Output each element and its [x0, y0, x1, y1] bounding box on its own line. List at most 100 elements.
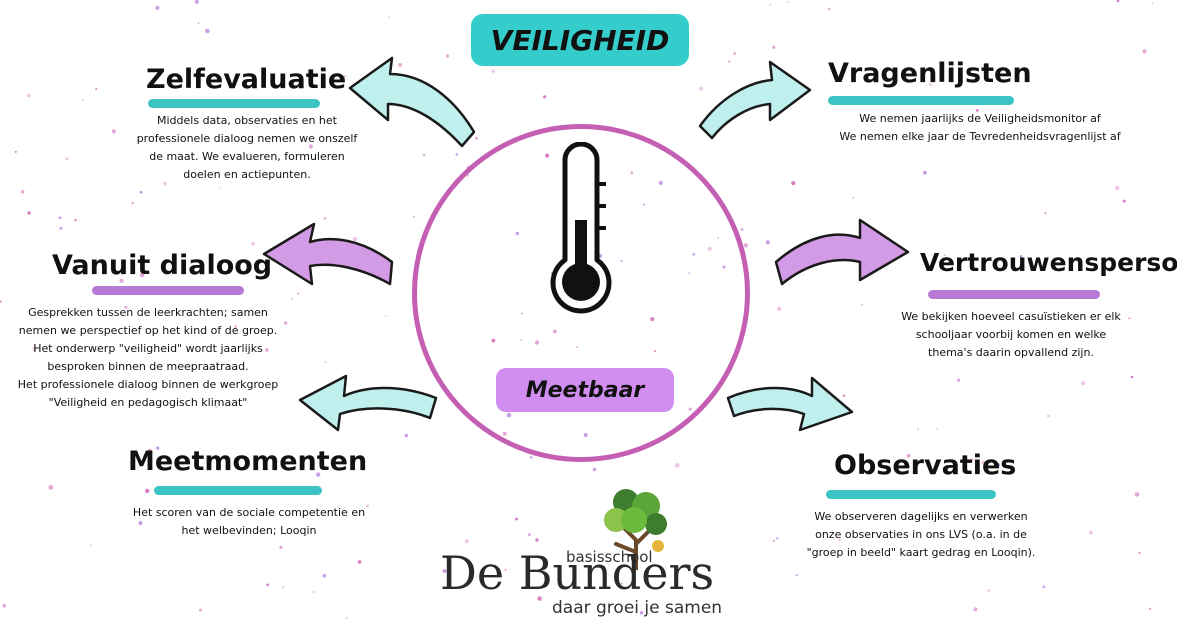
confetti-dot	[27, 211, 31, 215]
confetti-dot	[935, 427, 938, 430]
confetti-dot	[398, 63, 402, 67]
underline-zelfevaluatie	[148, 99, 320, 108]
confetti-dot	[1142, 49, 1147, 54]
underline-observaties	[826, 490, 996, 499]
confetti-dot	[265, 348, 269, 352]
confetti-dot	[795, 574, 798, 577]
confetti-dot	[786, 0, 789, 3]
desc-line: Het scoren van de sociale competentie en	[132, 506, 366, 519]
confetti-dot	[281, 586, 285, 589]
desc-line: onze observaties in ons LVS (o.a. in de	[815, 528, 1027, 541]
desc-line: besproken binnen de meepraatraad.	[47, 360, 249, 373]
confetti-dot	[728, 60, 731, 63]
confetti-dot	[1047, 414, 1050, 418]
confetti-dot	[464, 539, 469, 544]
confetti-dot	[290, 298, 293, 300]
confetti-dot	[852, 197, 854, 199]
confetti-dot	[1116, 0, 1120, 3]
desc-line: We nemen elke jaar de Tevredenheidsvrage…	[839, 130, 1121, 143]
confetti-dot	[740, 228, 744, 231]
confetti-dot	[1013, 351, 1017, 354]
confetti-dot	[956, 378, 961, 382]
arrow-vragenlijsten	[698, 60, 812, 140]
confetti-dot	[65, 157, 69, 161]
desc-line: professionele dialoog nemen we onszelf	[136, 132, 358, 145]
confetti-dot	[199, 608, 202, 612]
desc-vertrouwenspersoon: We bekijken hoeveel casuïstieken er elk …	[880, 308, 1142, 362]
confetti-dot	[156, 446, 160, 450]
logo-tagline: daar groei je samen	[552, 598, 723, 618]
arrow-vanuit-dialoog	[262, 222, 394, 286]
confetti-dot	[357, 560, 362, 564]
confetti-dot	[366, 504, 370, 508]
desc-line: Het professionele dialoog binnen de werk…	[17, 378, 279, 391]
confetti-dot	[266, 583, 269, 587]
heading-vanuit-dialoog: Vanuit dialoog	[52, 250, 273, 281]
confetti-dot	[1151, 2, 1154, 5]
underline-vertrouwenspersoon	[928, 290, 1100, 299]
confetti-dot	[620, 582, 623, 585]
desc-line: We bekijken hoeveel casuïstieken er elk	[901, 310, 1121, 323]
confetti-dot	[733, 52, 736, 55]
confetti-dot	[215, 405, 218, 409]
desc-zelfevaluatie: Middels data, observaties en het profess…	[112, 112, 382, 184]
confetti-dot	[218, 187, 221, 189]
confetti-dot	[48, 485, 54, 490]
confetti-dot	[74, 219, 77, 222]
confetti-dot	[975, 109, 979, 112]
confetti-dot	[2, 603, 7, 608]
confetti-dot	[906, 453, 911, 458]
confetti-dot	[791, 181, 796, 186]
confetti-dot	[772, 45, 776, 50]
confetti-dot	[343, 75, 346, 78]
desc-line: We nemen jaarlijks de Veiligheidsmonitor…	[859, 112, 1101, 125]
desc-vragenlijsten: We nemen jaarlijks de Veiligheidsmonitor…	[806, 110, 1154, 146]
confetti-dot	[537, 596, 542, 601]
desc-line: de maat. We evalueren, formuleren	[149, 150, 345, 163]
confetti-dot	[528, 533, 531, 537]
tree-icon	[604, 489, 667, 570]
confetti-dot	[973, 607, 978, 612]
confetti-dot	[699, 86, 703, 91]
confetti-dot	[163, 182, 167, 186]
confetti-dot	[145, 488, 150, 494]
heading-observaties: Observaties	[834, 450, 1017, 481]
desc-meetmomenten: Het scoren van de sociale competentie en…	[104, 504, 394, 540]
confetti-dot	[32, 347, 37, 351]
center-circle	[412, 124, 750, 462]
confetti-dot	[1122, 199, 1126, 203]
confetti-dot	[543, 95, 547, 99]
confetti-dot	[1081, 381, 1086, 386]
confetti-dot	[234, 325, 237, 328]
logo-name: De Bunders	[440, 546, 715, 600]
arrow-zelfevaluatie	[348, 56, 476, 148]
desc-line: We observeren dagelijks en verwerken	[814, 510, 1028, 523]
confetti-dot	[26, 93, 31, 98]
confetti-dot	[743, 243, 748, 248]
confetti-dot	[592, 467, 597, 472]
confetti-dot	[413, 215, 415, 218]
confetti-dot	[155, 5, 160, 10]
confetti-dot	[860, 303, 864, 306]
heading-vertrouwenspersoon: Vertrouwenspersoon	[920, 248, 1177, 277]
confetti-dot	[388, 16, 390, 18]
confetti-dot	[0, 300, 2, 304]
desc-line: thema's daarin opvallend zijn.	[928, 346, 1094, 359]
desc-line: doelen en actiepunten.	[183, 168, 311, 181]
confetti-dot	[352, 236, 358, 242]
confetti-dot	[491, 69, 495, 73]
underline-vragenlijsten	[828, 96, 1014, 105]
confetti-dot	[1130, 375, 1134, 379]
confetti-dot	[297, 292, 300, 295]
confetti-dot	[124, 305, 128, 309]
confetti-dot	[929, 83, 932, 86]
heading-zelfevaluatie: Zelfevaluatie	[146, 64, 347, 95]
desc-line: schooljaar voorbij komen en welke	[915, 328, 1107, 341]
confetti-dot	[404, 433, 409, 438]
confetti-dot	[987, 589, 991, 592]
confetti-dot	[455, 153, 459, 156]
confetti-dot	[20, 190, 25, 194]
confetti-dot	[58, 216, 62, 220]
confetti-dot	[89, 544, 92, 547]
